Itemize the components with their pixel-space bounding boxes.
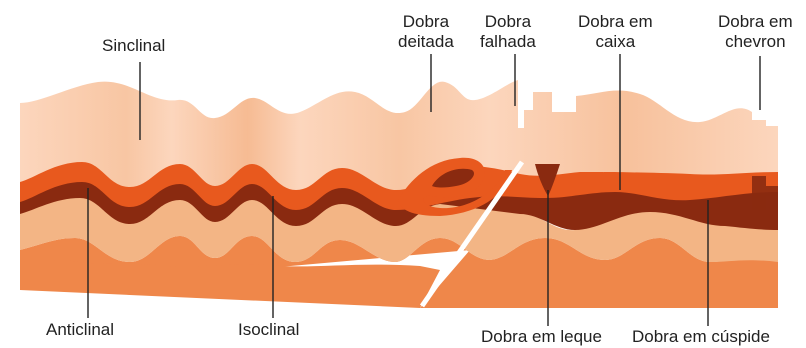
label-dobra-em-cuspide: Dobra em cúspide	[632, 327, 770, 347]
label-anticlinal: Anticlinal	[46, 320, 114, 340]
label-dobra-em-caixa: Dobra em caixa	[578, 12, 653, 52]
label-dobra-em-chevron: Dobra em chevron	[718, 12, 793, 52]
label-dobra-em-chevron-line1: Dobra em	[718, 12, 793, 32]
label-dobra-falhada: Dobra falhada	[480, 12, 536, 52]
lower-left-orange	[20, 260, 440, 308]
label-dobra-em-leque: Dobra em leque	[481, 327, 602, 347]
label-sinclinal: Sinclinal	[102, 36, 165, 56]
label-dobra-deitada-line2: deitada	[398, 32, 454, 52]
label-dobra-deitada-line1: Dobra	[398, 12, 454, 32]
label-dobra-falhada-line2: falhada	[480, 32, 536, 52]
label-dobra-em-caixa-line1: Dobra em	[578, 12, 653, 32]
label-dobra-em-caixa-line2: caixa	[578, 32, 653, 52]
label-dobra-falhada-line1: Dobra	[480, 12, 536, 32]
label-isoclinal: Isoclinal	[238, 320, 299, 340]
label-dobra-deitada: Dobra deitada	[398, 12, 454, 52]
label-dobra-em-chevron-line2: chevron	[718, 32, 793, 52]
